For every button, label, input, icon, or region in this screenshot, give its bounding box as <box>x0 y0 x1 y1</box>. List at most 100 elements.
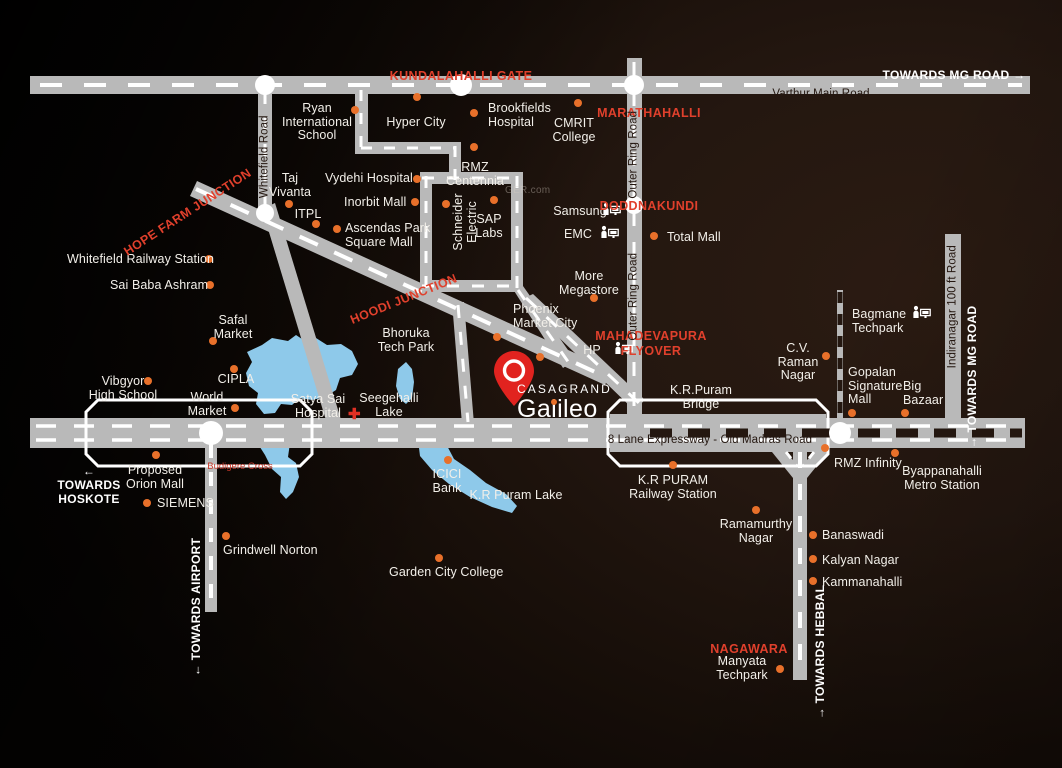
poi-label-vydehi-hospital: Vydehi Hospital <box>325 171 413 185</box>
project-location-pin[interactable] <box>493 350 535 413</box>
poi-dot-hyper-city <box>413 93 421 101</box>
poi-label-icici-bank: ICICI Bank <box>432 467 462 495</box>
poi-label-proposed-orion-mall: Proposed Orion Mall <box>126 463 184 491</box>
poi-label-world-market: World Market <box>187 390 227 418</box>
poi-label-sai-baba-ashram: Sai Baba Ashram <box>110 278 209 292</box>
poi-label-rmz-centennia: RMZ Centennia <box>446 160 504 188</box>
poi-icon-emc <box>600 225 620 244</box>
poi-label-k-r-puram-lake: K.R Puram Lake <box>469 488 563 502</box>
junction-node-budigere <box>199 421 223 445</box>
direction-label-towards-airport: ← TOWARDS AIRPORT <box>189 537 203 677</box>
poi-label-ryan-international-school: Ryan International School <box>281 101 353 142</box>
poi-dot-bhoruka-tech-park <box>493 333 501 341</box>
junction-label-doddnakundi: DODDNAKUNDI <box>599 199 699 213</box>
poi-label-garden-city-college: Garden City College <box>389 565 504 579</box>
poi-label-cmrit-college: CMRIT College <box>552 116 596 144</box>
poi-dot-c-v-raman-nagar <box>822 352 830 360</box>
road-hebbal-fork <box>772 444 793 478</box>
poi-dot-garden-city-college <box>435 554 443 562</box>
poi-dot-gopalan-signature-mall <box>848 409 856 417</box>
project-brand: CASAGRAND Galileo <box>517 382 612 423</box>
poi-icon-hp <box>614 341 634 360</box>
poi-label-byappanahalli-metro-station: Byappanahalli Metro Station <box>902 464 982 492</box>
poi-label-phoenix-market-city: Phoenix Market City <box>513 302 578 330</box>
junction-node-indiranagar <box>829 422 851 444</box>
junction-node-whitefield-varthur <box>255 75 275 95</box>
poi-label-gopalan-signature-mall: Gopalan Signature Mall <box>848 365 903 406</box>
office-icon <box>603 202 621 215</box>
road-label-indiranagar-100-ft-road: Indiranagar 100 ft Road <box>946 245 959 369</box>
poi-icon-hospital-cross: ✚ <box>348 406 361 423</box>
poi-icon-bagmane-techpark <box>912 305 932 324</box>
poi-dot-siemens <box>143 499 151 507</box>
poi-label-rmz-infinity: RMZ Infinity <box>834 456 902 470</box>
junction-label-flyover: FLYOVER <box>620 344 682 358</box>
poi-label-ascendas-park-square-mall: Ascendas Park Square Mall <box>345 221 431 249</box>
poi-dot-cmrit-college <box>574 99 582 107</box>
junction-label-mahadevapura: MAHADEVAPURA <box>595 329 707 343</box>
road-towards-airport <box>205 440 217 612</box>
poi-dot-inorbit-mall <box>411 198 419 206</box>
poi-label-k-r-puram-bridge: K.R.Puram Bridge <box>669 383 733 411</box>
poi-dot-proposed-orion-mall <box>152 451 160 459</box>
project-brand-large: Galileo <box>517 395 598 423</box>
poi-dot-safal-market <box>209 337 217 345</box>
water-seegehalli-main <box>246 335 358 414</box>
bridge-kr-puram-fill <box>610 414 826 452</box>
poi-icon-samsung <box>602 202 622 221</box>
poi-label-sap-labs: SAP Labs <box>475 212 503 240</box>
poi-dot-manyata-techpark <box>776 665 784 673</box>
road-label-varthur-main-road: Varthur Main Road <box>772 88 870 100</box>
poi-dot-total-mall <box>650 232 658 240</box>
bridge-kr-puram <box>606 398 830 468</box>
junction-node-hope-farm <box>256 204 274 222</box>
poi-label-vibgyor-high-school: Vibgyor High School <box>88 374 158 402</box>
poi-dot-whitefield-railway-station <box>205 255 213 263</box>
road-hope-farm-diagonal <box>190 181 612 385</box>
road-indiranagar-100ft <box>945 234 961 426</box>
poi-label-bagmane-techpark: Bagmane Techpark <box>852 307 907 335</box>
poi-label-banaswadi: Banaswadi <box>822 528 885 542</box>
road-label-outer-ring-road: Outer Ring Road <box>627 252 640 341</box>
road-markings <box>40 62 1022 676</box>
poi-label-big-bazaar: Big Bazaar <box>903 379 944 407</box>
junction-node-doddnakundi <box>625 196 643 214</box>
office-icon <box>601 225 619 238</box>
poi-dot-banaswadi <box>809 531 817 539</box>
poi-label-cipla: CIPLA <box>217 372 255 386</box>
water-bodies <box>246 335 517 513</box>
direction-label-towards-mg-road: → TOWARDS MG ROAD <box>965 305 979 449</box>
poi-label-hyper-city: Hyper City <box>386 115 446 129</box>
poi-label-siemens: SIEMENS <box>157 496 214 510</box>
brand-dot-icon <box>551 399 557 405</box>
poi-dot-vydehi-hospital <box>413 175 421 183</box>
poi-dot-brookfields-hospital <box>470 109 478 117</box>
road-label-8-lane-expressway-old-madras-road: 8 Lane Expressway - Old Madras Road <box>607 434 813 446</box>
poi-dot-k-r-puram-railway-station <box>669 461 677 469</box>
direction-label-towards-hebbal: → TOWARDS HEBBAL <box>813 584 827 720</box>
poi-dot-vibgyor-high-school <box>144 377 152 385</box>
poi-dot-byappanahalli-metro-station <box>891 449 899 457</box>
poi-dot-grindwell-norton <box>222 532 230 540</box>
expressway-lane-markings <box>36 424 1022 442</box>
poi-dot-ryan-international-school <box>351 106 359 114</box>
poi-dot-schneider-electric <box>442 200 450 208</box>
junction-nodes <box>199 74 851 445</box>
poi-label-satya-sai-hospital: Satya Sai Hospital <box>290 392 346 420</box>
poi-dot-kalyan-nagar <box>809 555 817 563</box>
poi-dot-ramamurthy-nagar <box>752 506 760 514</box>
poi-dot-phoenix-market-city <box>536 353 544 361</box>
office-icon <box>615 341 633 354</box>
poi-label-grindwell-norton: Grindwell Norton <box>223 543 318 557</box>
road-hoodi-southwest <box>262 203 342 427</box>
poi-dot-world-market <box>231 404 239 412</box>
poi-dot-cipla <box>230 365 238 373</box>
poi-dot-rmz-infinity <box>821 444 829 452</box>
junction-label-budigere-cross: Budigere Cross <box>207 461 273 472</box>
poi-label-safal-market: Safal Market <box>213 313 253 341</box>
poi-label-hp: HP <box>583 343 601 357</box>
road-label-outer-ring-road: Outer Ring Road <box>627 110 640 199</box>
poi-label-seegehalli-lake: Seegehalli Lake <box>359 391 419 419</box>
poi-label-total-mall: Total Mall <box>667 230 721 244</box>
